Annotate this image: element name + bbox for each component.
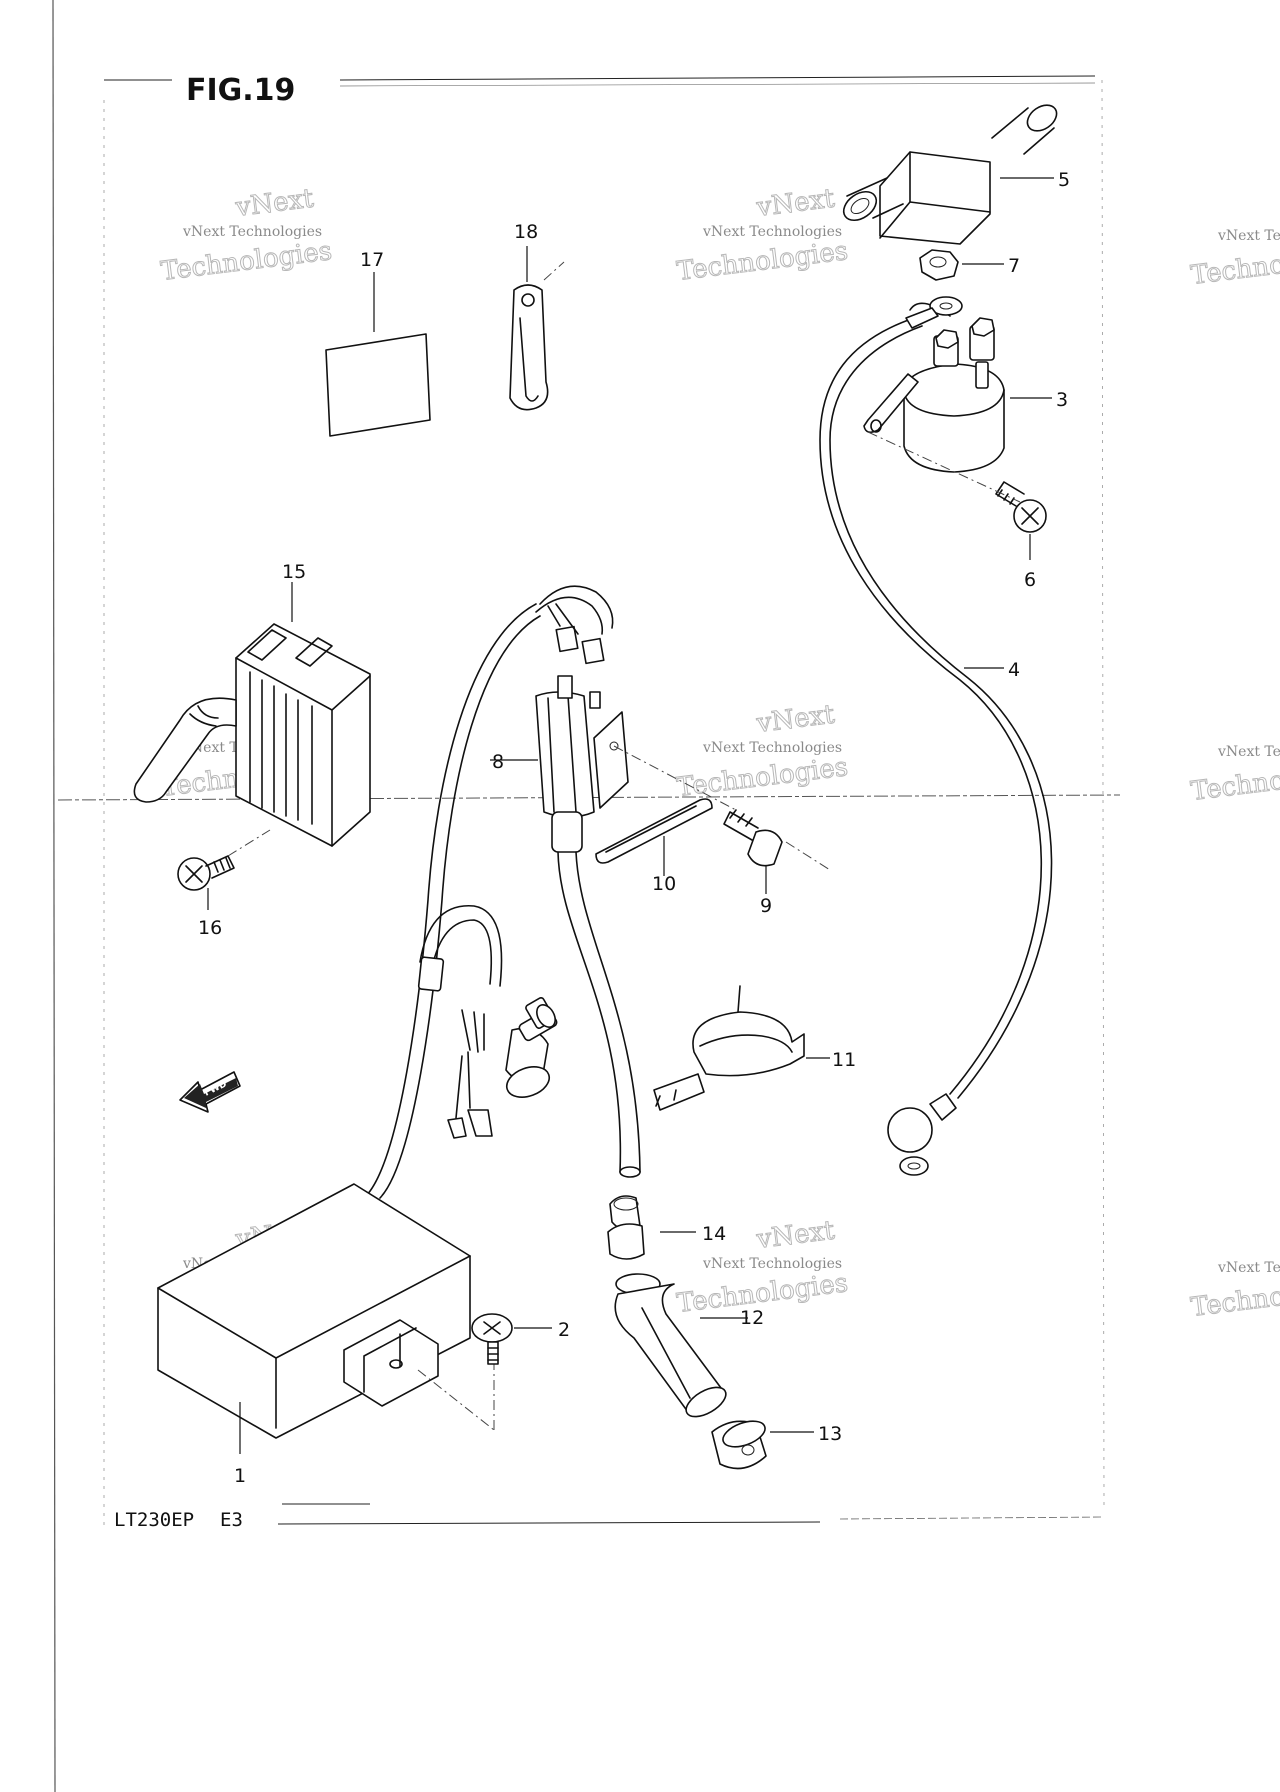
header-rules xyxy=(103,75,1105,1530)
part-6-screw xyxy=(867,431,1047,560)
callout-16: 16 xyxy=(198,917,222,939)
watermark-partial: vNext Technologies Technologies xyxy=(1189,744,1280,807)
callout-1: 1 xyxy=(234,1465,246,1487)
part-10-bracket xyxy=(595,745,737,876)
callout-11: 11 xyxy=(832,1049,856,1071)
part-15-regulator xyxy=(133,582,371,847)
part-16-screw xyxy=(177,829,271,910)
callout-6: 6 xyxy=(1024,569,1036,591)
watermark-text: vNext Technologies xyxy=(1217,1260,1280,1276)
watermark-partial: vNext Technologies Technologies xyxy=(1189,228,1280,291)
footer-model: LT230EP xyxy=(114,1509,194,1531)
part-2-screw xyxy=(471,1313,552,1365)
part-7-nut xyxy=(919,249,1004,281)
watermark: vNext Technologies Technologies vNext xyxy=(675,699,850,803)
callout-5: 5 xyxy=(1058,169,1070,191)
part-4-cable xyxy=(819,296,1053,1176)
watermark-text: vNext Technologies xyxy=(1217,228,1280,244)
watermark-big-text: Technologies xyxy=(675,752,849,803)
watermark-text: vNext Technologies xyxy=(182,224,322,240)
part-13-cap xyxy=(711,1420,814,1470)
part-9-bolt xyxy=(723,809,831,894)
callout-3: 3 xyxy=(1056,389,1068,411)
watermark-text: vNext Technologies xyxy=(1217,744,1280,760)
watermark-top-text: vNext xyxy=(754,700,837,739)
part-3-starter-relay xyxy=(863,302,1052,473)
forward-direction-arrow: FWD xyxy=(179,1071,241,1113)
callout-13: 13 xyxy=(818,1423,842,1445)
watermark-big-text: Technologies xyxy=(675,236,849,287)
callout-8: 8 xyxy=(492,751,504,773)
watermark-top-text: vNext xyxy=(233,184,316,223)
part-17-label-sheet xyxy=(325,272,431,437)
callout-14: 14 xyxy=(702,1223,726,1245)
callout-4: 4 xyxy=(1008,659,1020,681)
part-5-boot xyxy=(842,104,1058,245)
callout-numbers: 1 2 3 4 5 6 7 8 9 10 11 12 13 14 15 16 1… xyxy=(198,169,1070,1487)
footer: LT230EP E3 xyxy=(114,1503,1105,1531)
callout-10: 10 xyxy=(652,873,676,895)
part-8-ignition-coil xyxy=(490,675,629,853)
callout-15: 15 xyxy=(282,561,306,583)
watermark-big-text: Technologies xyxy=(1189,1272,1280,1323)
part-14-grommet xyxy=(607,1195,696,1260)
watermark: vNext Technologies Technologies vNext xyxy=(675,183,850,287)
callout-18: 18 xyxy=(514,221,538,243)
high-tension-lead xyxy=(557,851,641,1178)
callout-9: 9 xyxy=(760,895,772,917)
part-11-clamp xyxy=(653,985,830,1111)
part-1-cdi-unit xyxy=(157,1183,495,1454)
watermark-top-text: vNext xyxy=(754,1216,837,1255)
page-edge-line xyxy=(52,0,56,1792)
callout-2: 2 xyxy=(558,1319,570,1341)
watermark-text: vNext Technologies xyxy=(702,740,842,756)
watermark-partial: vNext Technologies Technologies xyxy=(1189,1260,1280,1323)
part-12-plug-cap xyxy=(614,1273,748,1418)
callout-12: 12 xyxy=(740,1307,764,1329)
watermark-text: vNext Technologies xyxy=(702,224,842,240)
watermark-big-text: Technologies xyxy=(1189,756,1280,807)
watermark-top-text: vNext xyxy=(754,184,837,223)
watermark-big-text: Technologies xyxy=(1189,240,1280,291)
footer-region: E3 xyxy=(220,1509,243,1531)
watermark-big-text: Technologies xyxy=(159,236,333,287)
figure-title: FIG.19 xyxy=(186,73,295,108)
callout-7: 7 xyxy=(1008,255,1020,277)
callout-17: 17 xyxy=(360,249,384,271)
part-18-strap xyxy=(509,246,565,411)
watermark-text: vNext Technologies xyxy=(702,1256,842,1272)
watermark: vNext Technologies Technologies vNext xyxy=(159,183,334,287)
cdi-harness xyxy=(365,585,614,1199)
branch-harness xyxy=(417,905,558,1139)
